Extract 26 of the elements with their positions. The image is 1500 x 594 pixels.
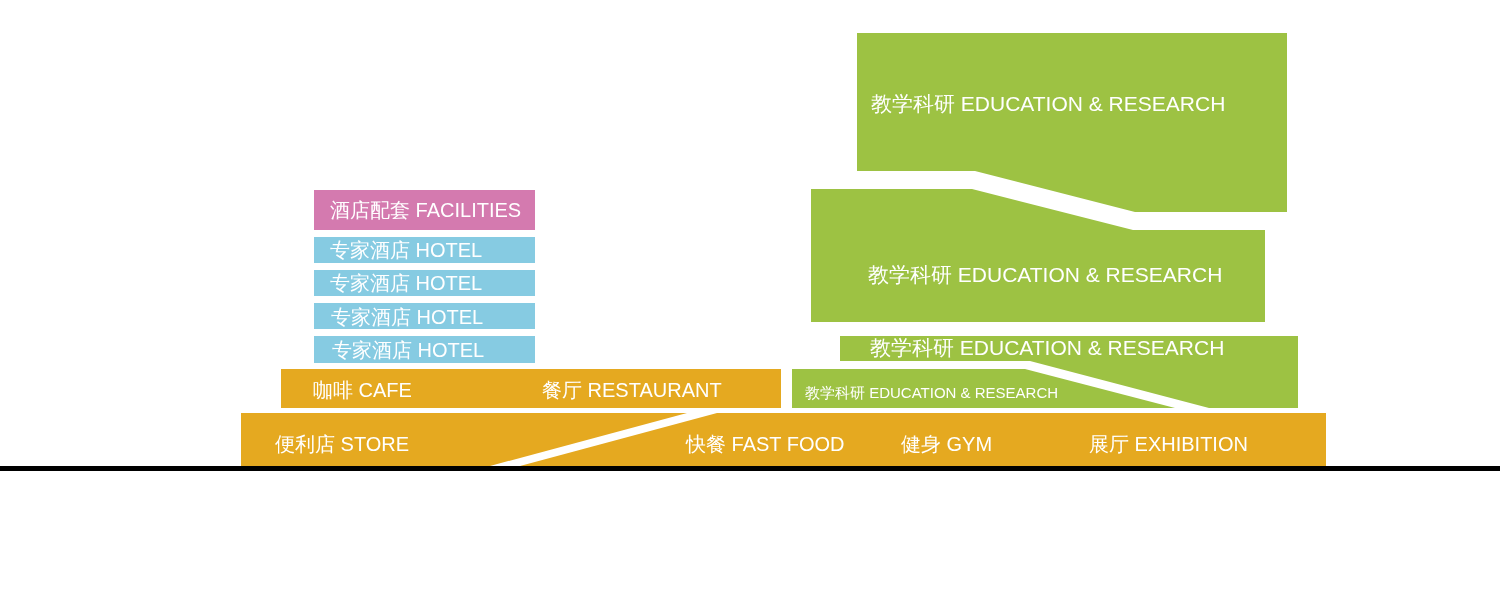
floor-block: [314, 336, 535, 363]
room-label: 专家酒店 HOTEL: [331, 306, 484, 328]
room-label: 快餐 FAST FOOD: [686, 433, 845, 455]
floor-block: [281, 369, 781, 408]
room-label: 酒店配套 FACILITIES: [330, 199, 522, 221]
floor-block: [314, 270, 535, 296]
floor-block: [520, 413, 1326, 466]
room-label: 专家酒店 HOTEL: [330, 239, 483, 261]
room-label: 便利店 STORE: [275, 433, 410, 455]
floor-block: [241, 413, 687, 466]
floor-block: [811, 189, 1265, 322]
room-label: 教学科研 EDUCATION & RESEARCH: [868, 263, 1223, 287]
floor-block: [314, 190, 535, 230]
room-label: 餐厅 RESTAURANT: [542, 379, 722, 401]
floor-block: [314, 237, 535, 263]
room-label: 教学科研 EDUCATION & RESEARCH: [870, 336, 1225, 360]
room-label: 专家酒店 HOTEL: [330, 272, 483, 294]
floor-block: [857, 33, 1287, 212]
room-label: 咖啡 CAFE: [313, 379, 412, 401]
room-label: 健身 GYM: [901, 433, 993, 455]
floor-block: [792, 369, 1175, 408]
room-label: 展厅 EXHIBITION: [1089, 433, 1248, 455]
room-label: 教学科研 EDUCATION & RESEARCH: [805, 384, 1059, 402]
room-label: 教学科研 EDUCATION & RESEARCH: [871, 92, 1226, 116]
floor-block: [314, 303, 535, 329]
room-label: 专家酒店 HOTEL: [332, 339, 485, 361]
